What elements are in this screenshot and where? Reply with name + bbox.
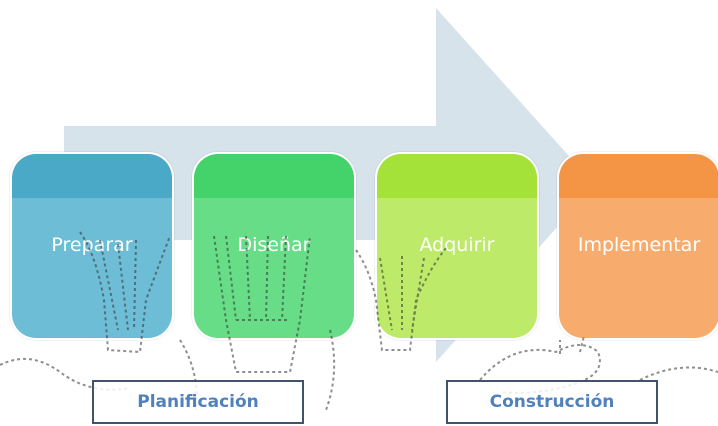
step-label-preparar: Preparar bbox=[51, 234, 133, 256]
step-label-disenar: Diseñar bbox=[237, 234, 311, 256]
step-card-adquirir: Adquirir bbox=[375, 152, 539, 340]
phase-label-planificacion: Planificación bbox=[92, 380, 304, 424]
step-card-implementar: Implementar bbox=[557, 152, 718, 340]
step-label-adquirir: Adquirir bbox=[419, 234, 495, 256]
step-card-disenar: Diseñar bbox=[192, 152, 356, 340]
step-label-implementar: Implementar bbox=[577, 234, 701, 256]
phase-label-construccion: Construcción bbox=[446, 380, 658, 424]
step-card-preparar: Preparar bbox=[10, 152, 174, 340]
